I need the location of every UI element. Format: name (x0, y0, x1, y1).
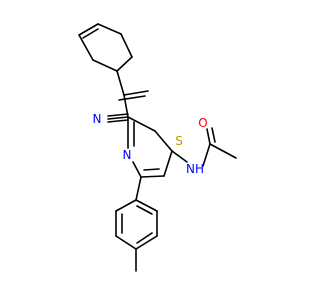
bond (92, 59, 118, 72)
carbonyl-oxygen-label: O (198, 116, 207, 130)
nitrile-bond (107, 116, 129, 120)
bond (209, 143, 237, 159)
bond (115, 199, 137, 212)
nitrile-bond (107, 119, 129, 123)
bond (97, 23, 122, 35)
bond-double-inner (136, 232, 153, 244)
carbonyl-bond (206, 128, 211, 145)
bond (127, 116, 156, 132)
thiazole-sulfur-label: S (175, 134, 183, 148)
bond (135, 235, 158, 250)
bond-double-inner (143, 168, 160, 171)
thiazole-nitrogen-label: N (123, 148, 132, 162)
carbonyl-bond (211, 127, 216, 143)
bond (78, 23, 99, 36)
bond (116, 70, 125, 96)
bond (140, 175, 165, 178)
bond (154, 130, 173, 152)
nitrile-bond (107, 113, 129, 117)
amide-nh-label: NH (186, 162, 204, 176)
vinyl-double-bond-inner (118, 95, 146, 101)
bond (132, 161, 142, 178)
bond (78, 34, 94, 61)
bond (163, 150, 173, 177)
bond (135, 199, 158, 212)
bond (116, 56, 133, 72)
bond (135, 176, 142, 201)
vinyl-double-bond (123, 90, 149, 96)
cyclohexene-ring (78, 23, 133, 72)
tolyl-ring (115, 176, 158, 272)
molecule-drawing: N N S O NH (78, 23, 237, 272)
bond-double-inner (82, 28, 99, 39)
bond (115, 235, 137, 250)
structure-diagram: N N S O NH (78, 23, 237, 272)
thiazole-ring (127, 116, 173, 178)
bond (202, 143, 211, 167)
nitrile-nitrogen-label: N (93, 112, 102, 126)
bond (171, 150, 188, 163)
bond (120, 33, 133, 58)
bond-double-inner (136, 205, 153, 215)
